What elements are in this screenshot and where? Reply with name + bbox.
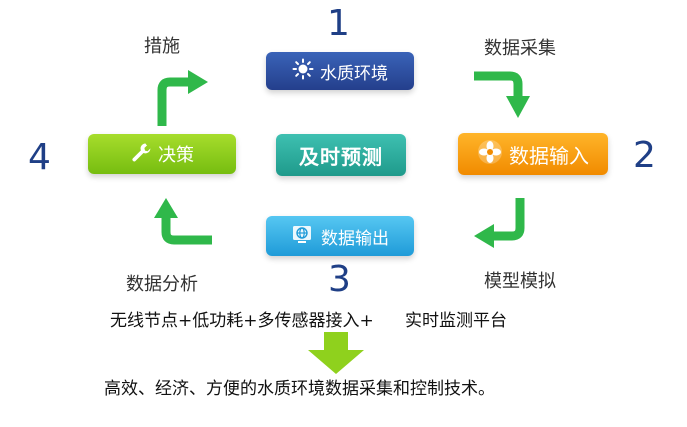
- water-quality-label: 水质环境: [320, 63, 388, 84]
- caption-model-simulation: 模型模拟: [484, 271, 556, 292]
- decision-label: 决策: [158, 145, 194, 166]
- sun-icon: [292, 58, 314, 85]
- arrow-input-to-model: [474, 198, 525, 248]
- summary-line: 高效、经济、方便的水质环境数据采集和控制技术。: [104, 379, 495, 399]
- down-arrow: [308, 332, 364, 374]
- step-number-1: 1: [327, 3, 350, 44]
- data-input-label: 数据输入: [509, 143, 589, 168]
- data-output-label: 数据输出: [321, 228, 389, 249]
- caption-data-collection: 数据采集: [484, 38, 556, 59]
- decision-box: 决策: [88, 134, 236, 174]
- flower-icon: [477, 139, 503, 170]
- timely-prediction-label: 及时预测: [299, 144, 383, 169]
- data-output-box: 数据输出: [266, 216, 414, 256]
- data-input-box: 数据输入: [458, 133, 608, 175]
- platform-label: 实时监测平台: [405, 311, 507, 331]
- caption-measures: 措施: [144, 36, 180, 57]
- step-number-2: 2: [633, 135, 656, 176]
- timely-prediction-box: 及时预测: [276, 134, 406, 176]
- step-number-4: 4: [28, 137, 51, 178]
- water-quality-box: 水质环境: [266, 52, 414, 90]
- arrow-analysis-to-decision: [154, 198, 212, 245]
- wrench-icon: [130, 141, 152, 168]
- globe-icon: [291, 223, 315, 250]
- features-line: 无线节点+低功耗+多传感器接入+: [110, 311, 374, 331]
- step-number-3: 3: [328, 259, 351, 300]
- arrow-collection-to-input: [474, 71, 530, 118]
- caption-data-analysis: 数据分析: [126, 274, 198, 295]
- arrow-decision-to-measures: [157, 70, 208, 126]
